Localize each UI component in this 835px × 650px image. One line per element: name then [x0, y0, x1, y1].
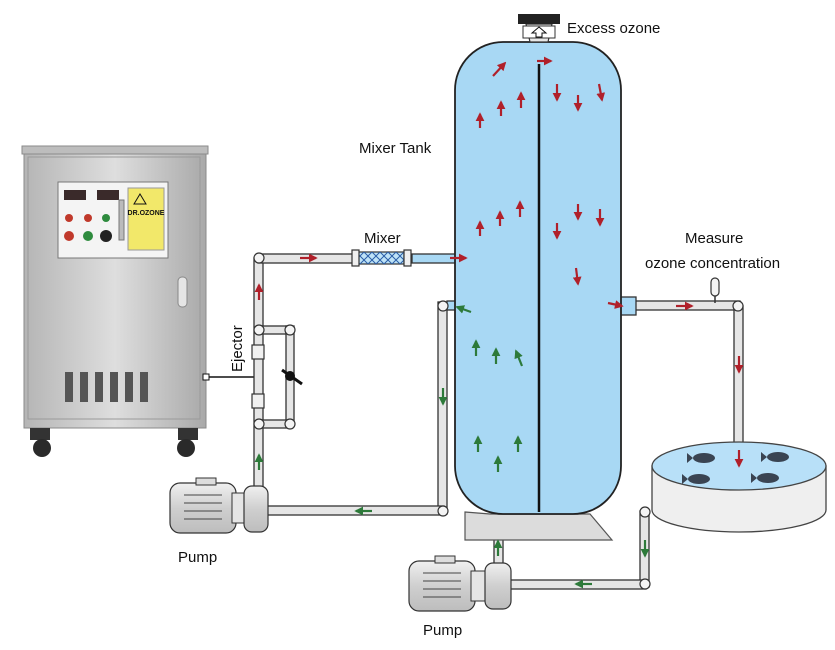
mixer-tank — [454, 41, 622, 541]
measure-label-line2: ozone concentration — [645, 255, 781, 272]
ventilation-grille — [65, 372, 148, 402]
gas-outlet — [202, 373, 210, 381]
ozone-generator: DR.OZONE — [21, 145, 209, 457]
ozone-probe — [710, 277, 720, 303]
flow-arrows-green — [254, 305, 650, 589]
pump-left — [169, 477, 269, 534]
pipe-elbows — [253, 252, 744, 590]
flow-arrows-red — [254, 56, 744, 468]
pump-bottom — [408, 555, 512, 612]
cabinet-handle[interactable] — [177, 276, 188, 308]
mixer-tank-label: Mixer Tank — [359, 140, 432, 157]
ejector-label: Ejector — [229, 325, 246, 372]
mixer-label: Mixer — [364, 230, 401, 247]
control-panel: DR.OZONE — [57, 181, 169, 259]
mixer-outlet-pipe — [411, 253, 457, 264]
up-arrow-vent-icon — [530, 26, 548, 38]
pump-left-label: Pump — [178, 549, 218, 566]
ejector[interactable] — [251, 344, 265, 409]
panel-brand: DR.OZONE — [128, 210, 165, 217]
excess-ozone-label: Excess ozone — [567, 20, 661, 37]
pump-bottom-label: Pump — [423, 622, 463, 639]
ozone-vent — [518, 14, 560, 43]
fish-icon — [682, 452, 789, 484]
bypass-valve[interactable] — [281, 368, 303, 386]
cabinet-wheels — [30, 428, 198, 457]
measure-label-line1: Measure — [685, 230, 744, 247]
static-mixer — [351, 249, 412, 267]
